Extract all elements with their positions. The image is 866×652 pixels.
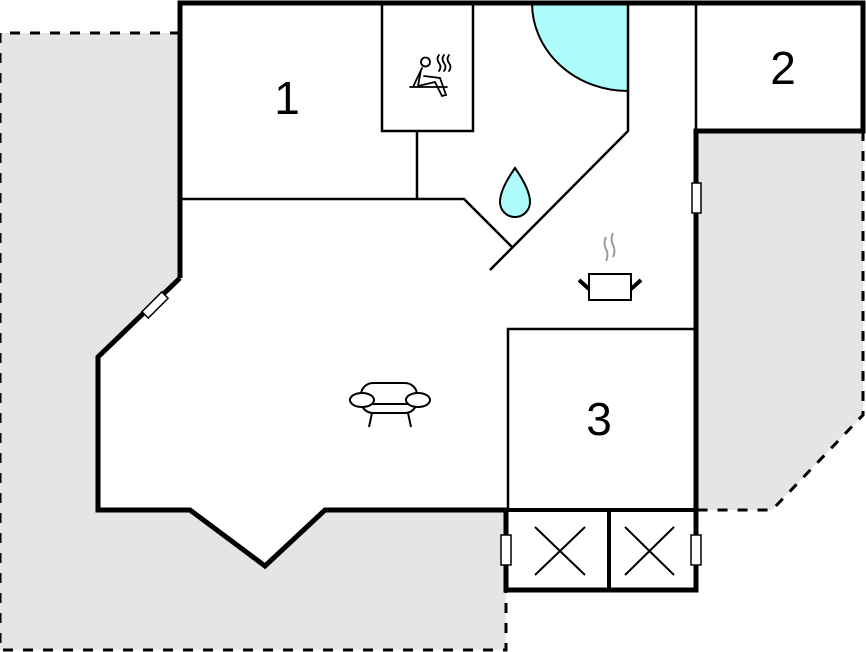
terraces	[0, 31, 865, 652]
terrace-west	[0, 33, 506, 650]
room-label-3: 3	[586, 393, 612, 445]
cross-x-icon	[624, 526, 675, 576]
shower-water-drop-icon	[498, 166, 532, 218]
interior-walls	[180, 1, 698, 590]
windows	[140, 182, 702, 566]
room-label-1: 1	[274, 72, 300, 124]
window-storage-left	[500, 534, 512, 566]
whirlpool-quarter-circle	[530, 1, 629, 93]
window-storage-right	[690, 534, 702, 566]
terrace-west-outline	[0, 31, 508, 652]
kitchen-pot-icon	[577, 232, 643, 301]
room-label-2: 2	[770, 42, 796, 94]
terrace-east-outline	[696, 131, 865, 512]
terrace-east	[696, 131, 863, 510]
cross-x-icon	[534, 526, 586, 576]
window-southwest-diagonal	[140, 290, 170, 320]
house-interior	[98, 3, 863, 590]
window-east	[691, 182, 702, 214]
sofa-icon	[349, 382, 431, 428]
sauna-icon	[409, 54, 452, 98]
